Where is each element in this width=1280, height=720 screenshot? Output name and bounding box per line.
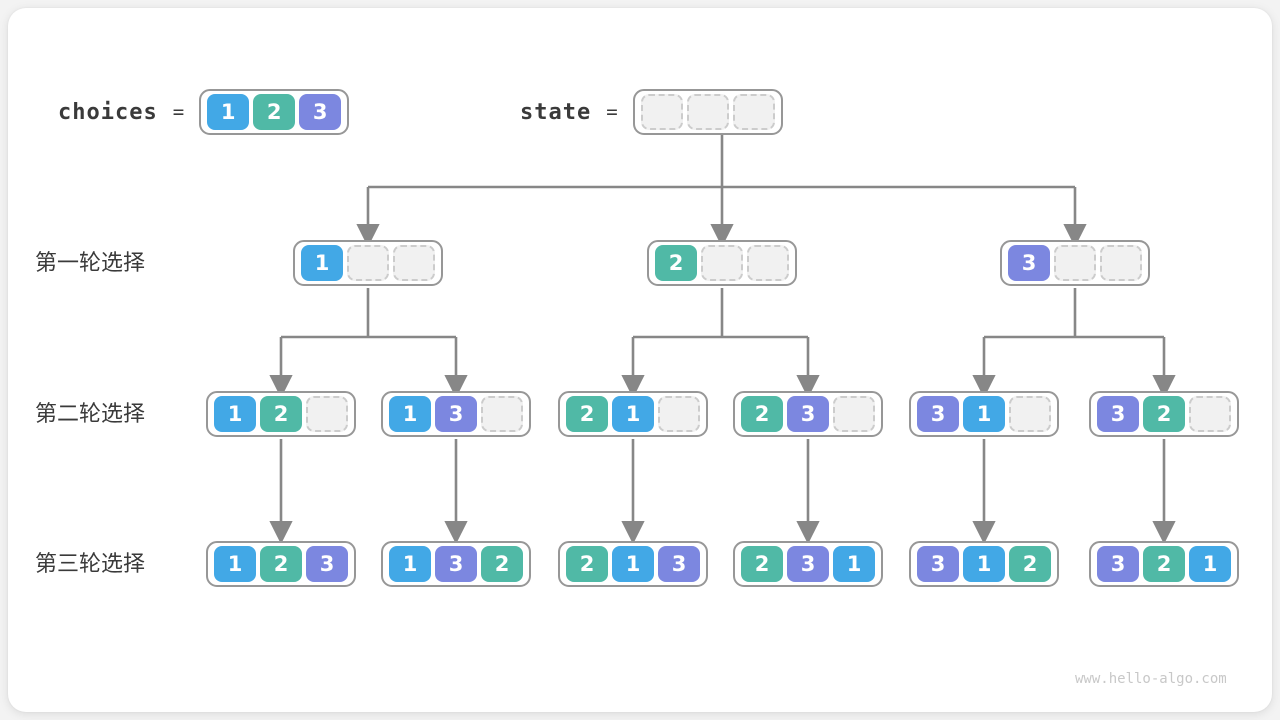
cell: 3 [658,546,700,582]
choices-group: choices = 1 2 3 [58,89,350,135]
cell: 2 [1009,546,1051,582]
cell: 1 [389,546,431,582]
cell: 1 [1189,546,1231,582]
cell: 2 [741,546,783,582]
row-label-round-2: 第二轮选择 [35,401,146,426]
cell [701,245,743,281]
cell: 1 [833,546,875,582]
cell [306,396,348,432]
node-r2-2: 1 3 [381,391,531,437]
state-label: state [520,99,592,125]
cell [833,396,875,432]
choices-cell-3: 3 [299,94,342,130]
cell: 2 [1143,546,1185,582]
node-r2-4: 2 3 [733,391,883,437]
cell [481,396,523,432]
cell: 1 [214,546,256,582]
cell: 3 [1008,245,1050,281]
cell: 1 [963,396,1005,432]
cell [658,396,700,432]
cell: 3 [787,396,829,432]
choices-box: 1 2 3 [199,89,350,135]
cell [1100,245,1142,281]
cell [747,245,789,281]
cell: 3 [435,546,477,582]
cell: 2 [1143,396,1185,432]
node-r2-1: 1 2 [206,391,356,437]
node-r1-1: 1 [293,240,443,286]
node-r1-2: 2 [647,240,797,286]
cell: 1 [963,546,1005,582]
cell: 3 [1097,396,1139,432]
cell [1054,245,1096,281]
cell [393,245,435,281]
state-cell-1 [640,94,683,130]
node-r2-3: 2 1 [558,391,708,437]
choices-cell-1: 1 [207,94,250,130]
cell: 1 [301,245,343,281]
cell: 3 [917,546,959,582]
state-equals: = [606,101,618,123]
node-r3-3: 2 1 3 [558,541,708,587]
cell: 1 [612,546,654,582]
node-r2-5: 3 1 [909,391,1059,437]
node-r3-5: 3 1 2 [909,541,1059,587]
cell: 3 [306,546,348,582]
choices-cell-2: 2 [253,94,296,130]
cell: 3 [917,396,959,432]
node-r1-3: 3 [1000,240,1150,286]
cell: 2 [566,546,608,582]
node-r3-4: 2 3 1 [733,541,883,587]
state-box [632,89,783,135]
watermark: www.hello-algo.com [1075,671,1227,687]
cell: 2 [481,546,523,582]
row-label-round-1: 第一轮选择 [35,250,146,275]
choices-equals: = [172,101,185,123]
cell [1189,396,1231,432]
node-r2-6: 3 2 [1089,391,1239,437]
cell: 3 [435,396,477,432]
node-r3-2: 1 3 2 [381,541,531,587]
cell: 1 [389,396,431,432]
state-cell-2 [686,94,729,130]
state-group: state = [520,89,783,135]
cell: 2 [260,546,302,582]
cell: 3 [787,546,829,582]
node-r3-1: 1 2 3 [206,541,356,587]
cell [1009,396,1051,432]
state-cell-3 [732,94,775,130]
cell: 2 [655,245,697,281]
cell: 2 [566,396,608,432]
cell [347,245,389,281]
cell: 1 [612,396,654,432]
row-label-round-3: 第三轮选择 [35,551,146,576]
cell: 2 [741,396,783,432]
cell: 1 [214,396,256,432]
choices-label: choices [58,99,158,125]
cell: 2 [260,396,302,432]
cell: 3 [1097,546,1139,582]
node-r3-6: 3 2 1 [1089,541,1239,587]
